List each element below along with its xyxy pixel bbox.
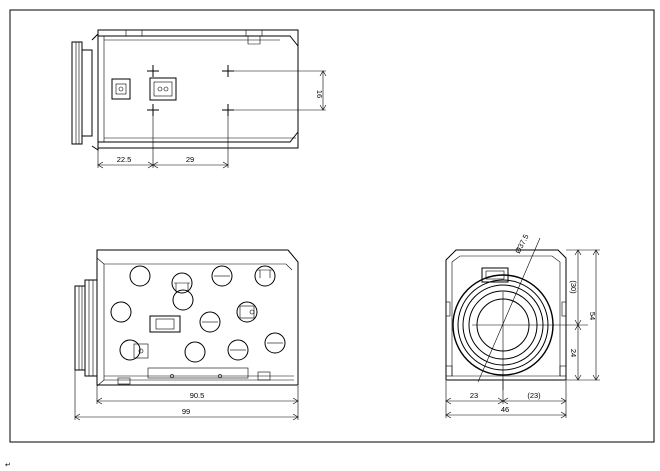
side-body <box>96 249 299 386</box>
dim-front-upper: (30) <box>569 280 578 294</box>
dim-front-lower: 24 <box>569 349 578 357</box>
dim-side-inner-length: 90.5 <box>190 391 205 400</box>
dim-front-total-width: 46 <box>501 405 509 414</box>
side-lens-inner <box>84 279 98 377</box>
dim-front-left-width: 23 <box>470 391 478 400</box>
side-hole <box>129 265 151 287</box>
side-hole <box>172 289 194 311</box>
side-lens-outer <box>74 285 86 371</box>
top-body <box>97 29 299 149</box>
dim-top-left-offset: 22.5 <box>117 155 132 164</box>
dim-front-total-height: 54 <box>588 312 597 320</box>
dim-front-right-width: (23) <box>527 391 541 400</box>
top-lens-outer <box>71 41 83 145</box>
side-hole <box>199 311 221 333</box>
side-hole <box>211 265 233 287</box>
side-hole <box>254 265 276 287</box>
front-body <box>445 249 567 381</box>
top-connector-left <box>111 78 131 100</box>
side-hole <box>110 301 132 323</box>
side-hole <box>264 332 286 354</box>
top-connector-middle <box>149 77 177 101</box>
side-hole <box>236 301 258 323</box>
drawing-frame <box>9 9 655 443</box>
side-hole <box>184 341 206 363</box>
side-hole <box>171 272 193 294</box>
dim-top-hole-pitch: 29 <box>186 155 194 164</box>
dim-side-total-length: 99 <box>182 407 190 416</box>
side-hole <box>119 339 141 361</box>
top-lens-inner <box>81 49 93 137</box>
side-hole <box>227 339 249 361</box>
front-view: Ø37.5 (30) 24 54 23 (23) 46 <box>445 233 600 419</box>
paragraph-mark: ↵ <box>5 461 11 469</box>
side-view: 90.5 99 <box>74 249 299 421</box>
dim-front-diameter: Ø37.5 <box>513 233 531 255</box>
side-connector <box>149 315 181 333</box>
top-view: 16 22.5 29 <box>71 29 327 169</box>
dim-top-vertical: 16 <box>315 90 324 98</box>
